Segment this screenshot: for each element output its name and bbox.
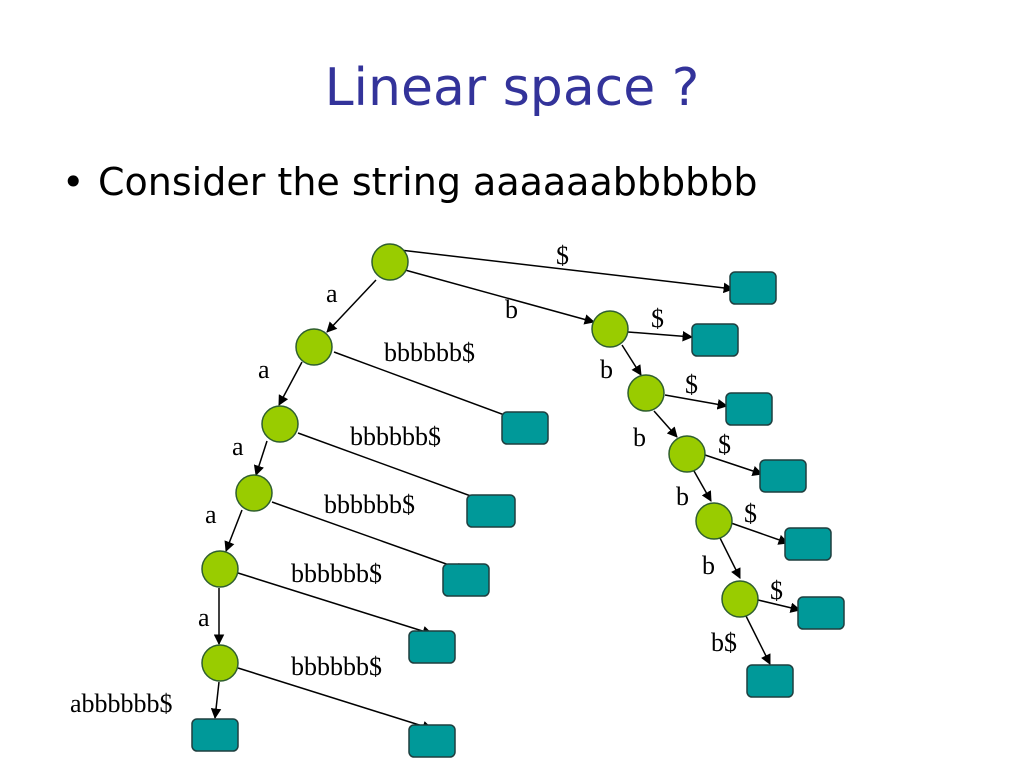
- leaf-b2: [725, 392, 773, 426]
- edge-a5-final: [210, 681, 222, 720]
- edge-a3-a: [224, 509, 243, 552]
- node-b3: [668, 435, 706, 473]
- edge-labels: $ a b a bbbbbb$ a bbbbbb$ a bbbbbb$ a bb…: [70, 241, 783, 718]
- leaf-a-final: [191, 718, 239, 752]
- label-root-b: b: [505, 295, 518, 324]
- edge-b3-b: [693, 470, 712, 502]
- label-a4-leaf: bbbbbb$: [291, 559, 382, 588]
- label-a5-leaf: bbbbbb$: [291, 652, 382, 681]
- edge-b3-dollar: [704, 454, 763, 476]
- label-b4-dollar: $: [744, 499, 757, 528]
- node-b5: [721, 580, 759, 618]
- edge-b1-dollar: [627, 331, 694, 342]
- edge-a1-leaf: [333, 351, 519, 422]
- leaf-a2: [466, 494, 516, 528]
- leaf-b3: [759, 459, 807, 493]
- leaf-a5: [408, 724, 456, 758]
- leaf-a3: [442, 563, 490, 597]
- edge-b5-dollar: [757, 599, 802, 613]
- label-a3-leaf: bbbbbb$: [324, 490, 415, 519]
- internal-nodes: [201, 243, 759, 682]
- edge-b4-b: [719, 537, 741, 579]
- edge-b2-b: [653, 410, 678, 438]
- edge-root-b: [404, 269, 596, 325]
- leaf-nodes: [191, 271, 845, 758]
- label-b5-final: b$: [711, 628, 737, 657]
- edge-a3-leaf: [271, 501, 467, 573]
- edge-b5-final: [745, 615, 771, 665]
- node-b1: [591, 310, 629, 348]
- label-root-dollar: $: [556, 241, 569, 270]
- label-b3-dollar: $: [718, 430, 731, 459]
- edge-root-a: [326, 279, 377, 333]
- edge-b1-b: [621, 344, 642, 376]
- bullet-label: Consider the string aaaaaabbbbbb: [98, 160, 758, 204]
- leaf-b4: [784, 527, 832, 561]
- label-a1-leaf: bbbbbb$: [384, 338, 475, 367]
- label-a2-a: a: [232, 432, 244, 461]
- leaf-a4: [408, 630, 456, 664]
- node-root: [371, 243, 409, 281]
- label-a1-a: a: [258, 355, 270, 384]
- edge-a2-leaf: [297, 432, 491, 505]
- edge-a4-leaf: [237, 572, 434, 637]
- node-a2: [261, 405, 299, 443]
- label-b4-b: b: [702, 551, 715, 580]
- tree-edges: [210, 249, 802, 732]
- edge-a5-leaf: [237, 667, 434, 732]
- node-a1: [295, 328, 333, 366]
- label-a3-a: a: [205, 500, 217, 529]
- node-b2: [627, 374, 665, 412]
- label-a5-final: abbbbbb$: [70, 689, 173, 718]
- leaf-b1: [691, 323, 739, 357]
- edge-b2-dollar: [664, 394, 729, 410]
- leaf-root-dollar: [729, 271, 777, 305]
- label-root-a: a: [326, 279, 338, 308]
- bullet-text: • Consider the string aaaaaabbbbbb: [62, 160, 757, 204]
- label-b1-b: b: [600, 355, 613, 384]
- leaf-a1: [501, 411, 549, 445]
- bullet-dot-icon: •: [62, 160, 85, 204]
- node-a5: [201, 644, 239, 682]
- label-b5-dollar: $: [770, 576, 783, 605]
- edge-a1-a: [278, 361, 303, 406]
- label-b3-b: b: [676, 482, 689, 511]
- label-b1-dollar: $: [651, 304, 664, 333]
- label-a2-leaf: bbbbbb$: [350, 422, 441, 451]
- node-a4: [201, 550, 239, 588]
- node-a3: [235, 474, 273, 512]
- label-b2-b: b: [633, 423, 646, 452]
- edge-b4-dollar: [730, 522, 789, 545]
- slide-title: Linear space ?: [324, 58, 700, 118]
- label-b2-dollar: $: [685, 370, 698, 399]
- edge-a2-a: [253, 440, 268, 476]
- label-a4-a: a: [198, 603, 210, 632]
- leaf-b5: [797, 596, 845, 630]
- edge-root-dollar: [399, 249, 735, 294]
- node-b4: [695, 502, 733, 540]
- leaf-b-final: [746, 664, 794, 698]
